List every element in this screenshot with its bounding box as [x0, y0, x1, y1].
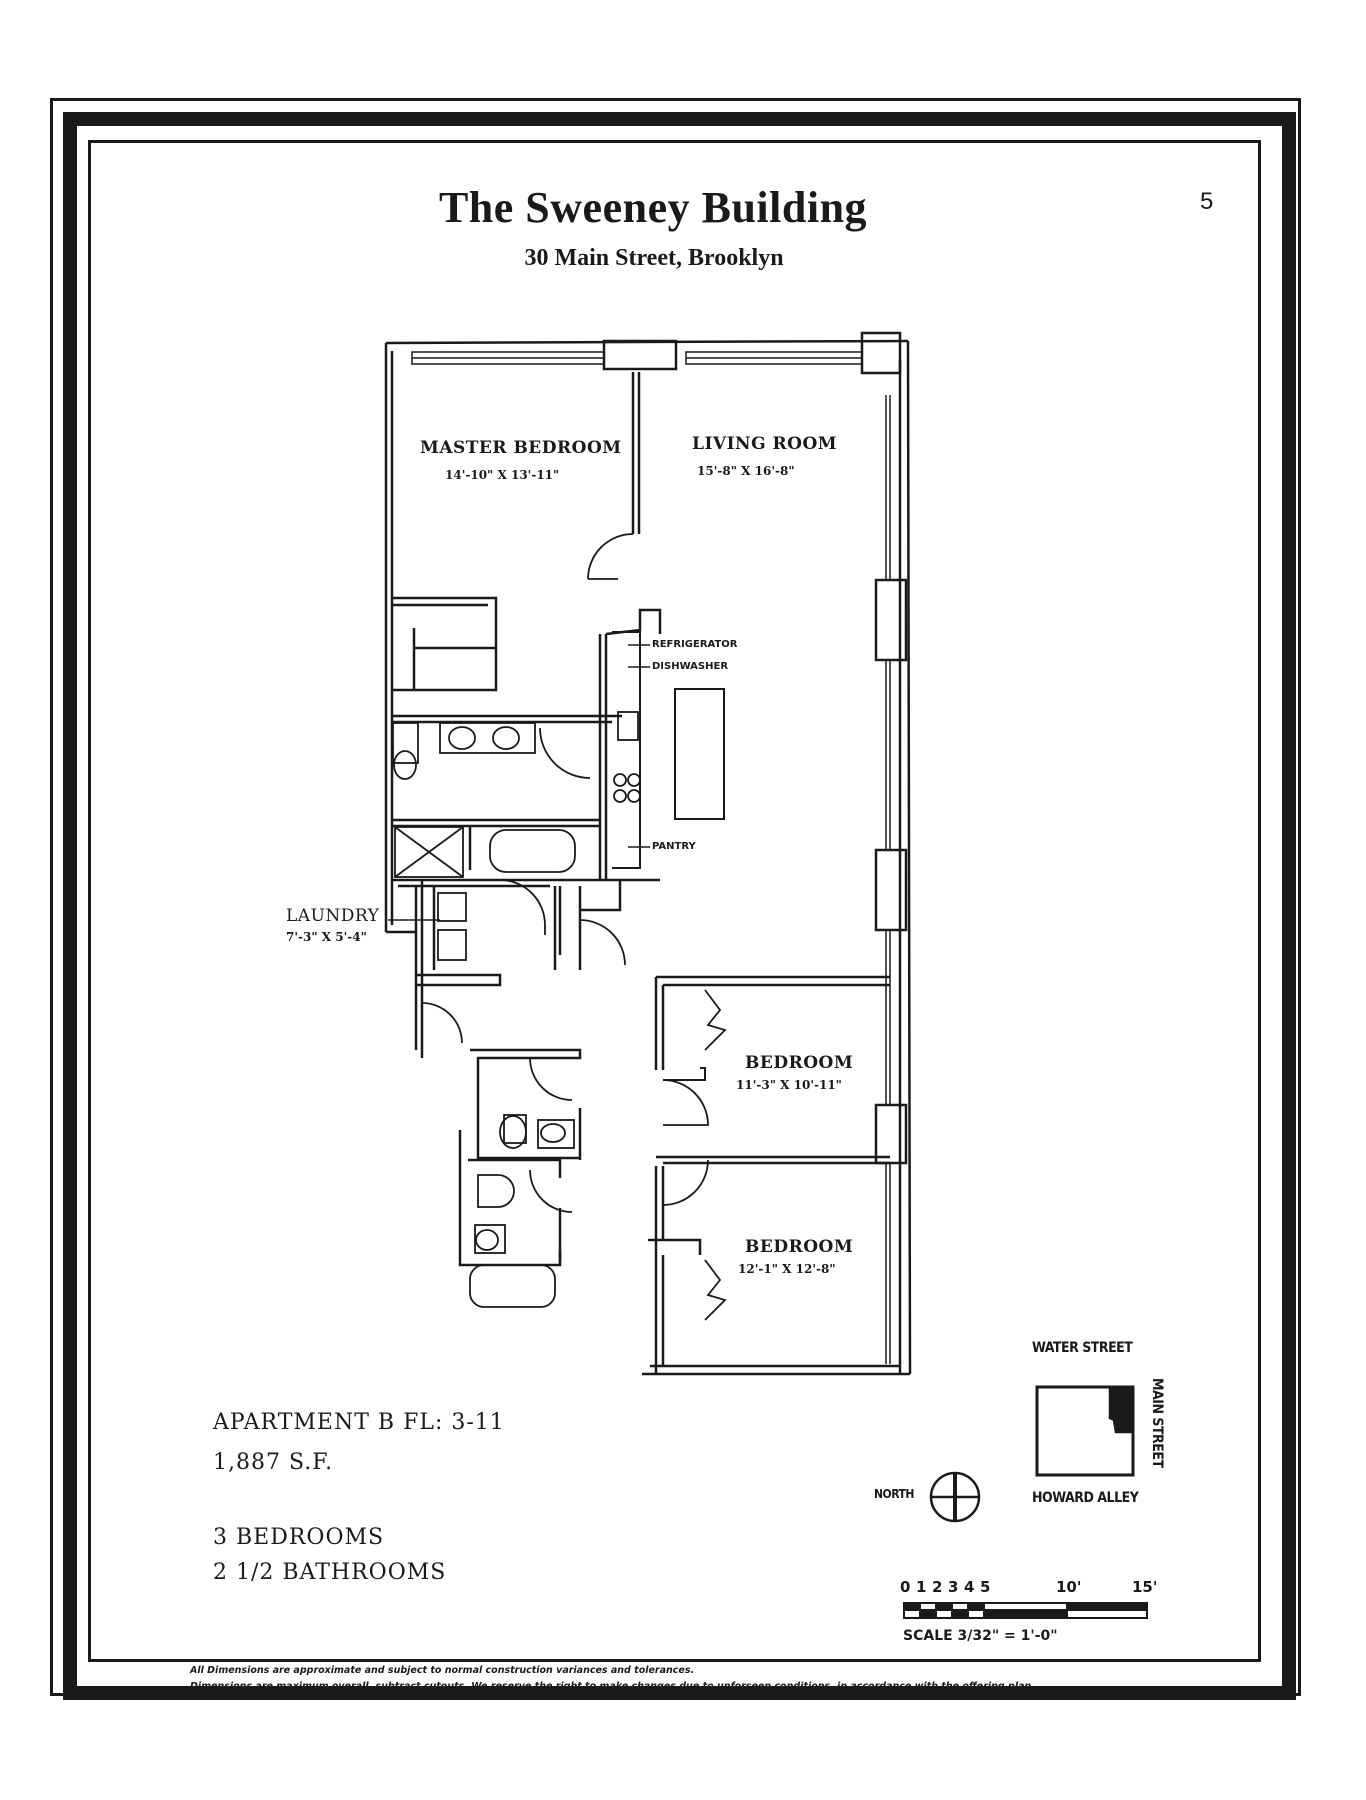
north-label: NORTH [874, 1487, 914, 1501]
page-border-thick [63, 112, 1296, 1700]
scale-tick-0: 0 [900, 1578, 911, 1596]
room-master-bedroom-name: MASTER BEDROOM [420, 438, 622, 458]
appliance-refrigerator-label: REFRIGERATOR [652, 639, 738, 650]
building-address-text: 30 Main Street, Brooklyn [524, 245, 784, 271]
scale-bar [903, 1602, 1148, 1619]
scale-tick-2: 2 [932, 1578, 943, 1596]
doors [421, 533, 709, 1213]
room-bedroom-3-name: BEDROOM [745, 1237, 854, 1257]
appliance-pantry-label: PANTRY [652, 841, 696, 852]
exterior-walls [384, 339, 912, 1376]
unit-square-feet: 1,887 S.F. [213, 1450, 334, 1475]
street-water-street: WATER STREET [1032, 1340, 1133, 1356]
scale-tick-3: 3 [948, 1578, 959, 1596]
room-master-bedroom-dims: 14'-10" X 13'-11" [445, 468, 560, 482]
room-bedroom-2-name: BEDROOM [745, 1053, 854, 1073]
scale-tick-5: 5 [980, 1578, 991, 1596]
fixtures [392, 711, 641, 1308]
building-title-text: The Sweeney Building [438, 183, 868, 232]
building-title: The Sweeney Building [0, 182, 1366, 233]
top-windows [411, 331, 902, 375]
scale-tick-10: 10' [1056, 1578, 1082, 1596]
building-address: 30 Main Street, Brooklyn [0, 245, 1366, 272]
scale-tick-15: 15' [1132, 1578, 1158, 1596]
unit-bedrooms: 3 BEDROOMS [213, 1525, 385, 1550]
disclaimer-line-1: All Dimensions are approximate and subje… [190, 1665, 695, 1676]
room-laundry-dims: 7'-3" X 5'-4" [286, 930, 367, 944]
scale-tick-1: 1 [916, 1578, 927, 1596]
leader-lines [388, 644, 650, 921]
unit-apartment-floor: APARTMENT B FL: 3-11 [213, 1410, 505, 1435]
street-howard-alley: HOWARD ALLEY [1032, 1490, 1139, 1506]
unit-bathrooms: 2 1/2 BATHROOMS [213, 1560, 447, 1585]
north-arrow [929, 1471, 981, 1523]
room-bedroom-2-dims: 11'-3" X 10'-11" [736, 1078, 842, 1092]
right-windows [874, 395, 908, 1364]
room-laundry-name: LAUNDRY [286, 906, 380, 926]
street-main-street: MAIN STREET [1149, 1378, 1165, 1468]
interior-walls [386, 372, 890, 1374]
room-bedroom-3-dims: 12'-1" X 12'-8" [738, 1262, 836, 1276]
appliance-dishwasher-label: DISHWASHER [652, 661, 729, 672]
room-living-room-name: LIVING ROOM [692, 434, 838, 454]
page-number: 5 [1200, 188, 1214, 215]
scale-label: SCALE 3/32" = 1'-0" [903, 1628, 1058, 1644]
page-border-inner [88, 140, 1261, 1662]
room-living-room-dims: 15'-8" X 16'-8" [697, 464, 795, 478]
site-key [1035, 1385, 1135, 1477]
disclaimer-line-2: Dimensions are maximum overall, subtract… [190, 1681, 1035, 1692]
scale-tick-4: 4 [964, 1578, 975, 1596]
